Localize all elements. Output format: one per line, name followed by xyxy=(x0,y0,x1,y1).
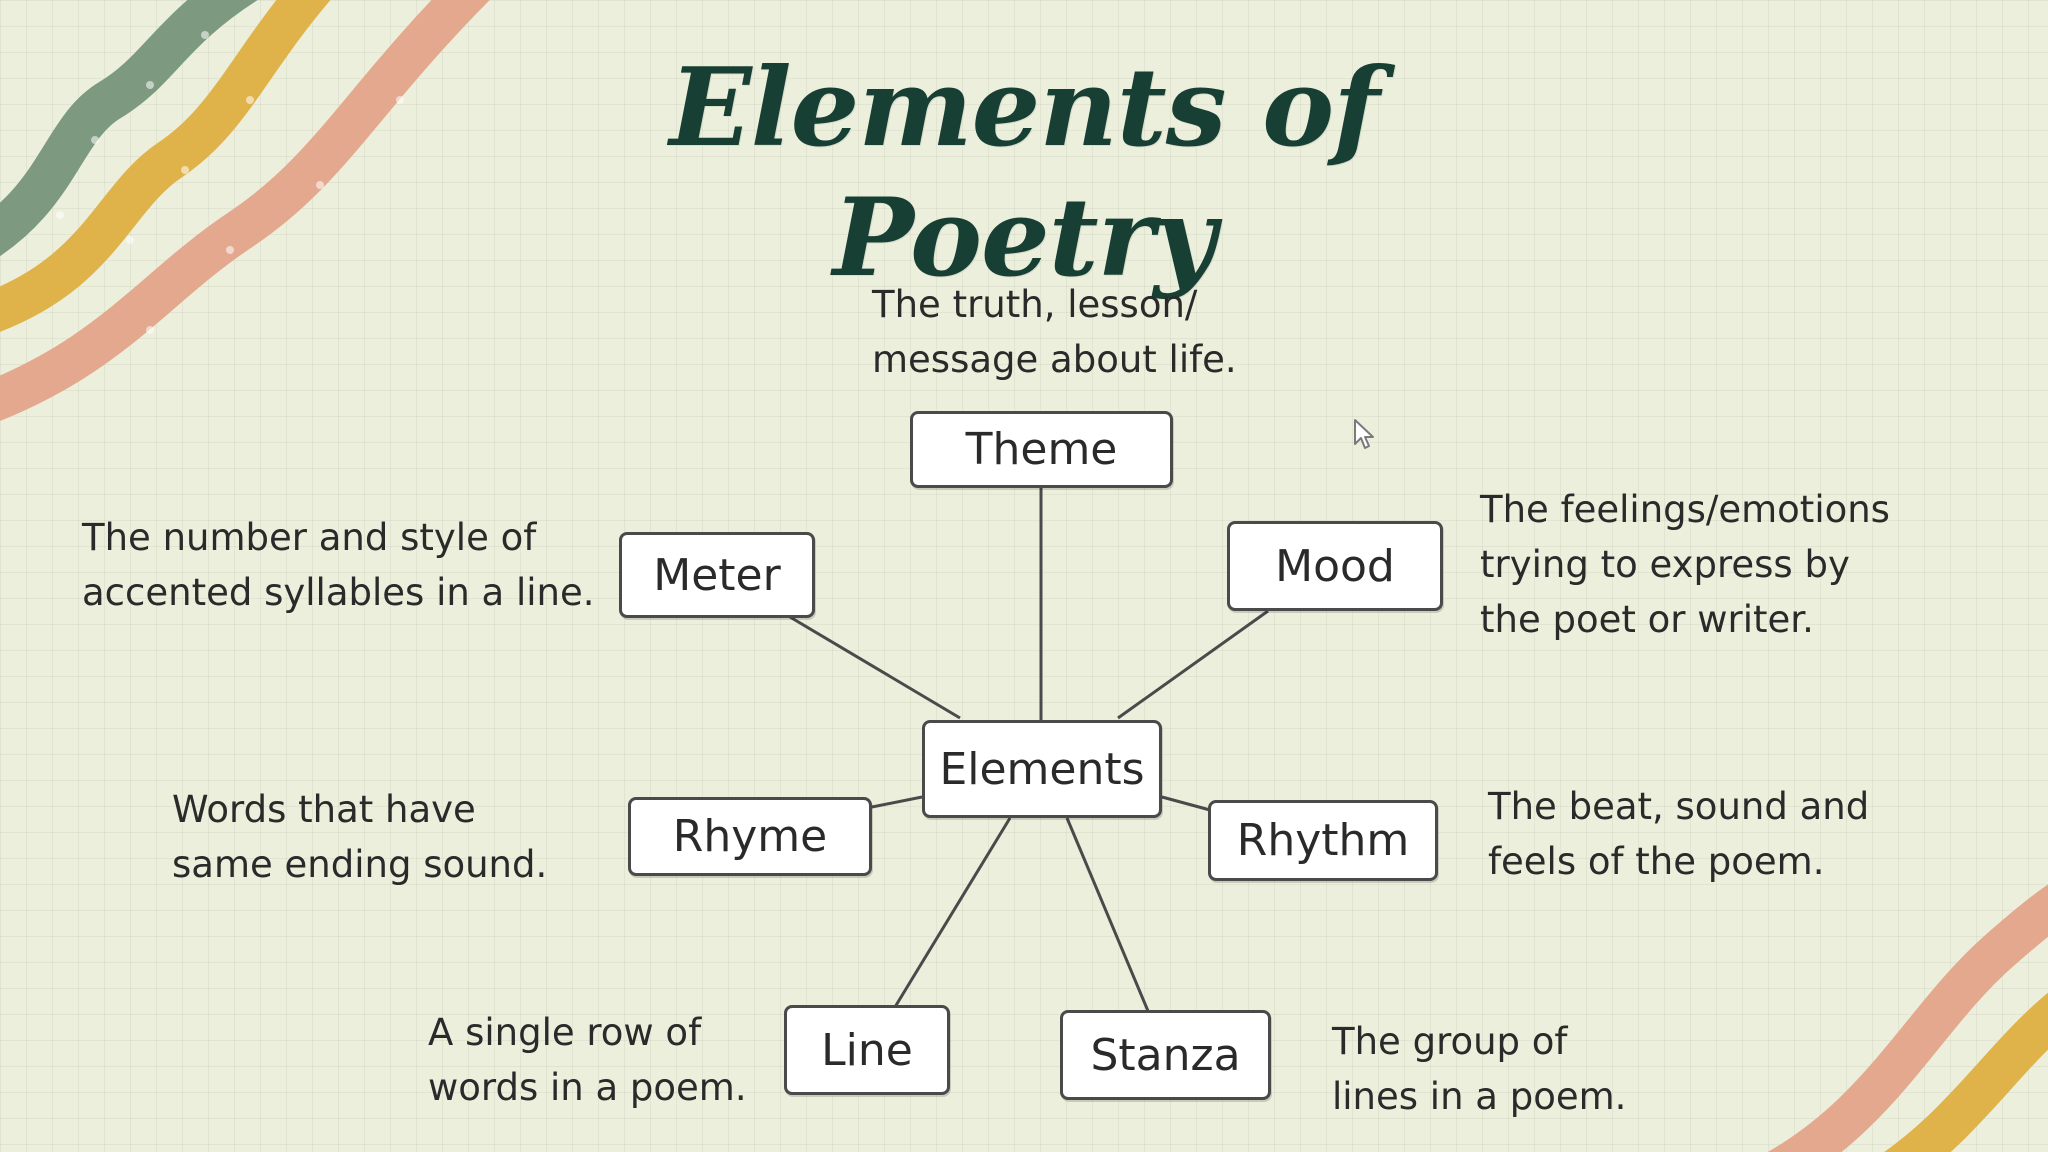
theme-description-line: message about life. xyxy=(872,338,1237,381)
wave-salmon xyxy=(0,0,490,422)
mood-description-line: The feelings/emotions xyxy=(1480,488,1890,531)
node-line: Line xyxy=(784,1005,950,1095)
wave-green xyxy=(0,0,258,257)
node-rhyme: Rhyme xyxy=(628,797,872,876)
rhyme-description-line: Words that have xyxy=(172,788,476,831)
node-rhythm: Rhythm xyxy=(1208,800,1438,881)
slide-title: Elements of Poetry xyxy=(669,45,1379,301)
rhyme-description: Words that have same ending sound. xyxy=(172,782,547,892)
node-elements-center: Elements xyxy=(922,720,1162,818)
connector-stanza xyxy=(1065,817,1150,1012)
rhythm-description-line: feels of the poem. xyxy=(1488,840,1825,883)
connector-line xyxy=(893,817,1012,1008)
stanza-description-line: The group of xyxy=(1332,1020,1568,1063)
rhythm-description: The beat, sound and feels of the poem. xyxy=(1488,779,1869,889)
mood-description-line: trying to express by xyxy=(1480,543,1850,586)
node-stanza: Stanza xyxy=(1060,1010,1271,1100)
rhythm-description-line: The beat, sound and xyxy=(1488,785,1870,828)
theme-description: The truth, lesson/ message about life. xyxy=(872,277,1237,387)
meter-description: The number and style of accented syllabl… xyxy=(82,510,595,620)
meter-description-line: The number and style of xyxy=(82,516,537,559)
node-theme: Theme xyxy=(910,411,1173,488)
stanza-description-line: lines in a poem. xyxy=(1332,1075,1627,1118)
wave-yellow-bottom-right xyxy=(1884,992,2048,1152)
wave-yellow xyxy=(0,0,331,332)
stanza-description: The group of lines in a poem. xyxy=(1332,1014,1626,1124)
connector-rhythm xyxy=(1161,795,1211,812)
mouse-cursor-icon xyxy=(1354,419,1374,449)
line-description-line: A single row of xyxy=(428,1011,702,1054)
connector-rhyme xyxy=(871,795,923,809)
wave-salmon-bottom-right xyxy=(1767,884,2048,1152)
meter-description-line: accented syllables in a line. xyxy=(82,571,595,614)
connector-meter xyxy=(789,615,961,720)
theme-description-line: The truth, lesson/ xyxy=(872,283,1198,326)
node-mood: Mood xyxy=(1227,521,1443,611)
mood-description: The feelings/emotions trying to express … xyxy=(1480,482,1890,647)
line-description: A single row of words in a poem. xyxy=(428,1005,747,1115)
node-meter: Meter xyxy=(619,532,815,618)
mood-description-line: the poet or writer. xyxy=(1480,598,1814,641)
connector-mood xyxy=(1117,609,1269,720)
rhyme-description-line: same ending sound. xyxy=(172,843,548,886)
line-description-line: words in a poem. xyxy=(428,1066,747,1109)
